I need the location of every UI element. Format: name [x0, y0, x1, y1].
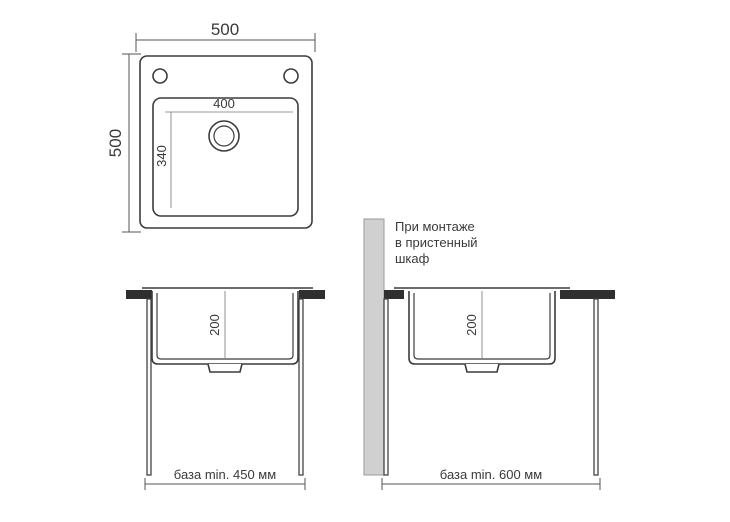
cabinet-side-wall: [383, 298, 389, 476]
wall-panel: [363, 218, 385, 476]
tap-hole-left-icon: [152, 68, 168, 84]
bowl-inner-profile: [156, 293, 294, 360]
depth-label: 200: [207, 314, 222, 336]
bowl-depth-label: 340: [154, 145, 169, 167]
mounting-note-line-2: в пристенный: [395, 235, 478, 250]
cabinet-side-left: [146, 298, 152, 476]
cabinet-side-right: [298, 298, 304, 476]
cabinet-side-front: [593, 298, 599, 476]
tap-hole-right-icon: [283, 68, 299, 84]
drain-profile: [207, 363, 243, 373]
drain-outer-icon: [208, 120, 240, 152]
width-label: 500: [211, 20, 239, 39]
countertop-front-piece: [560, 290, 615, 299]
bowl-outline: [152, 97, 299, 217]
bowl-width-label: 400: [213, 96, 235, 111]
drain-profile-right: [464, 363, 500, 373]
countertop-right-piece: [299, 290, 325, 299]
side-view-left: 200 база min. 450 мм: [126, 287, 325, 490]
depth-label-right: 200: [464, 314, 479, 336]
mounting-note-line-3: шкаф: [395, 251, 430, 266]
side-view-right: При монтаже в пристенный шкаф 200 база m…: [363, 218, 615, 490]
base-label: база min. 450 мм: [174, 467, 276, 482]
drain-inner-icon: [213, 125, 235, 147]
mounting-note-line-1: При монтаже: [395, 219, 475, 234]
countertop-wall-piece: [384, 290, 404, 299]
bowl-inner-profile-right: [413, 293, 551, 360]
height-label: 500: [106, 129, 125, 157]
base-label-right: база min. 600 мм: [440, 467, 542, 482]
countertop-left-piece: [126, 290, 152, 299]
top-view: 500 500 400 340: [106, 20, 316, 233]
